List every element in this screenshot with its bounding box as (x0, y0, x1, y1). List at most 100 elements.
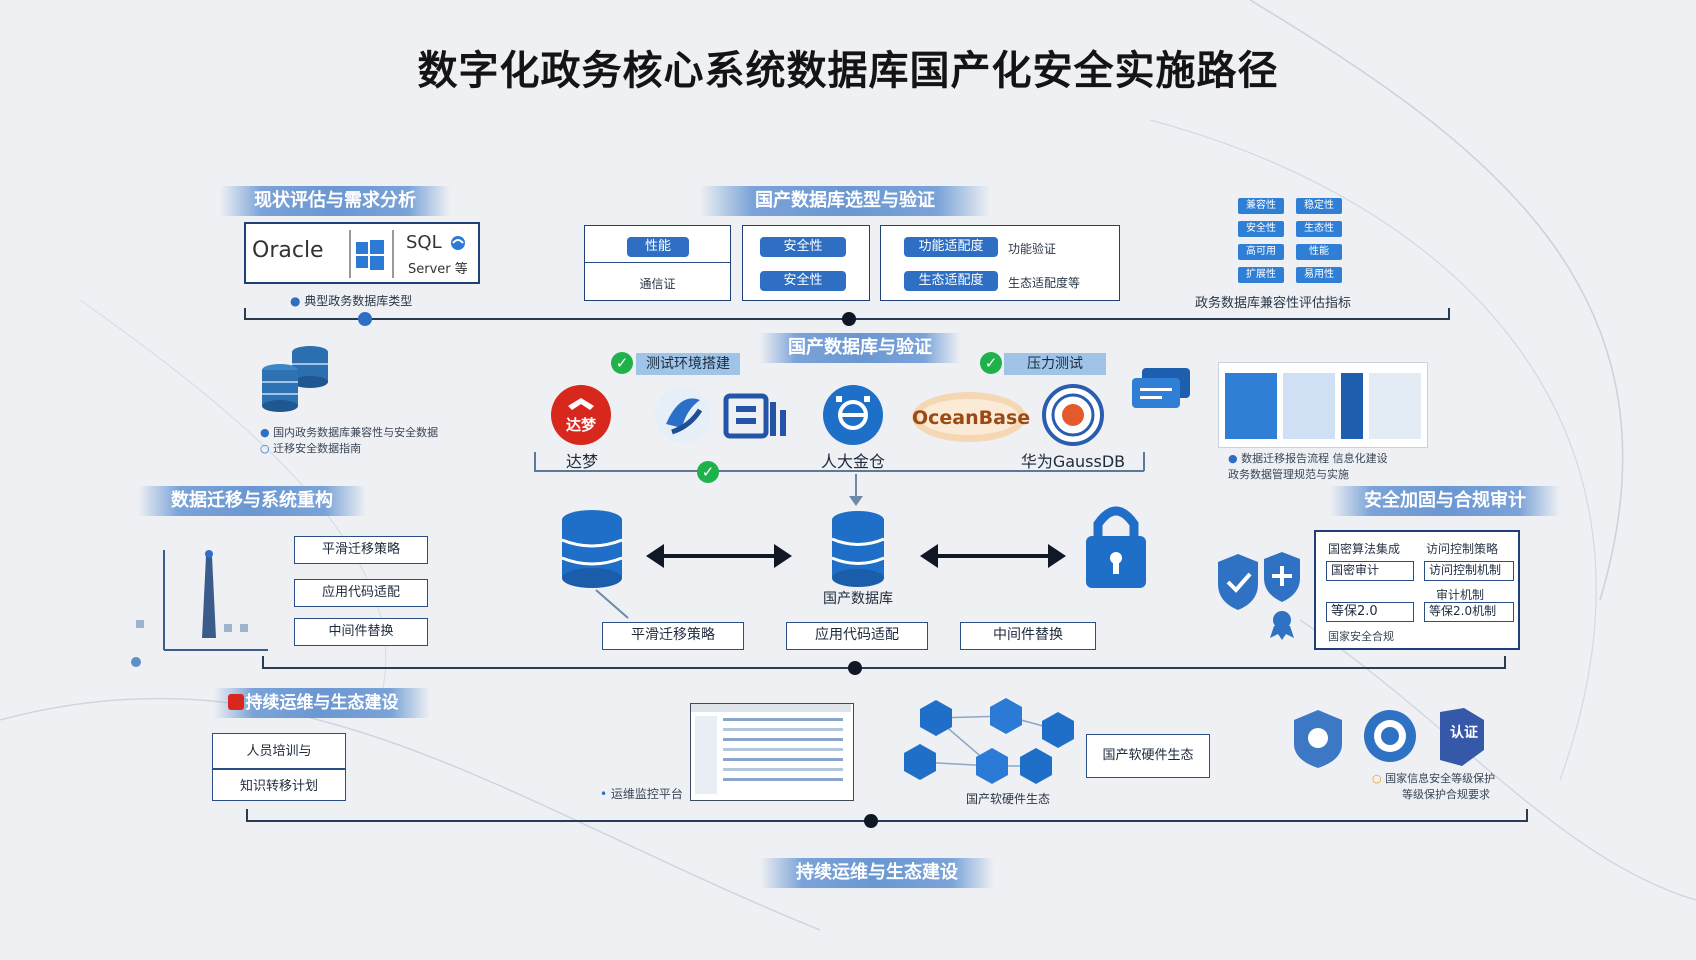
banner-assess: 现状评估与需求分析 (220, 186, 450, 216)
ecosystem-network-icon (904, 698, 1074, 784)
training-box (212, 733, 346, 801)
security-footnote: 国家安全合规 (1328, 630, 1394, 643)
security-pill-1: 安全性 (760, 237, 846, 257)
cert-badge-text: 认证 (1450, 725, 1478, 741)
gaussdb-logo-icon (1042, 384, 1104, 446)
divider (213, 768, 345, 770)
metric-btn: 稳定性 (1296, 198, 1342, 214)
vendor-bracket (534, 470, 1144, 472)
oracle-logo: Oracle (252, 238, 324, 263)
security-cell: 访问控制机制 (1424, 561, 1514, 581)
row-line (723, 748, 843, 751)
cert-note-2: 等级保护合规要求 (1402, 788, 1490, 801)
test-env-tag: 测试环境搭建 (636, 353, 740, 375)
timeline-node (848, 661, 862, 675)
monitor-label: • 运维监控平台 (600, 787, 683, 801)
banner-select-mid: 国产数据库与验证 (760, 333, 960, 363)
migration-box-2: 应用代码适配 (786, 622, 928, 650)
timeline-tick (246, 809, 248, 821)
banner-ops-left: 持续运维与生态建设 (214, 688, 430, 718)
eco-adapt-text: 生态适配度等 (1008, 276, 1081, 290)
metric-btn: 安全性 (1238, 221, 1284, 237)
divider (585, 262, 730, 263)
vendor-bracket-tick (1143, 452, 1145, 471)
check-icon: ✓ (980, 352, 1002, 374)
strategy-box-1: 平滑迁移策略 (294, 536, 428, 564)
migration-box-1: 平滑迁移策略 (602, 622, 744, 650)
check-icon: ✓ (611, 352, 633, 374)
stress-test-tag: 压力测试 (1004, 353, 1106, 375)
migration-chart-icon (131, 550, 268, 667)
dameng-label: 达梦 (565, 452, 598, 471)
gaussdb-label: 华为GaussDB (1020, 452, 1126, 471)
oceanbase-logo-icon (912, 392, 1026, 442)
timeline-node (864, 814, 878, 828)
divider (392, 230, 394, 278)
monitor-screen (690, 703, 854, 801)
bidirectional-arrow-icon (920, 544, 1066, 568)
dashboard-panel (1283, 373, 1335, 439)
security-cell: 审计机制 (1436, 588, 1485, 602)
dameng-logo-text: 达梦 (565, 416, 596, 434)
banner-ops-bottom: 持续运维与生态建设 (760, 858, 994, 888)
knowledge-label: 知识转移计划 (239, 779, 318, 794)
ecosystem-caption: 国产软硬件生态 (966, 792, 1051, 806)
strategy-box-3: 中间件替换 (294, 618, 428, 646)
row-line (723, 728, 843, 731)
windows-icon (356, 240, 384, 270)
timeline-node (358, 312, 372, 326)
row-line (723, 778, 843, 781)
row-line (723, 738, 843, 741)
lock-icon (1086, 506, 1146, 588)
security-cell: 等保2.0机制 (1424, 602, 1514, 622)
eco-adapt-pill: 生态适配度 (904, 271, 998, 291)
security-cell: 国密审计 (1326, 561, 1414, 581)
dameng-logo-icon (551, 385, 611, 445)
security-pill-2: 安全性 (760, 271, 846, 291)
timeline-2 (262, 667, 1506, 669)
db-note-2: ○ 迁移安全数据指南 (260, 442, 362, 455)
timeline-3 (246, 820, 1528, 822)
check-icon: ✓ (697, 461, 719, 483)
security-cell: 访问控制策略 (1426, 542, 1499, 556)
database-stack-icon (262, 346, 328, 412)
certification-badges-icon (1294, 708, 1484, 768)
metric-btn: 兼容性 (1238, 198, 1284, 214)
flag-icon (228, 694, 244, 710)
migration-box-3: 中间件替换 (960, 622, 1096, 650)
dashboard-panel (1369, 373, 1421, 439)
vendor-bracket-tick (534, 452, 536, 471)
banner-security: 安全加固与合规审计 (1330, 486, 1560, 516)
window-titlebar (691, 704, 851, 712)
perf-text: 通信证 (639, 277, 676, 291)
legacy-db-caption: ● 典型政务数据库类型 (290, 294, 413, 308)
kingbase-logo-icon (823, 385, 883, 445)
security-cell: 国密算法集成 (1328, 542, 1401, 556)
metric-btn: 易用性 (1296, 267, 1342, 283)
timeline-tick (1526, 809, 1528, 821)
ecosystem-box: 国产软硬件生态 (1086, 734, 1210, 778)
func-verify-text: 功能验证 (1008, 242, 1057, 256)
timeline-node (842, 312, 856, 326)
dashboard-thumbnail (1218, 362, 1428, 448)
strategy-box-2: 应用代码适配 (294, 579, 428, 607)
metric-btn: 扩展性 (1238, 267, 1284, 283)
banner-select-top: 国产数据库选型与验证 (700, 186, 990, 216)
metric-btn: 生态性 (1296, 221, 1342, 237)
dashboard-panel (1341, 373, 1363, 439)
timeline-tick (1448, 308, 1450, 320)
sql-text: SQL (406, 232, 442, 253)
timeline-tick (244, 308, 246, 320)
chat-bubble-icon (1132, 368, 1190, 408)
center-db-label: 国产数据库 (823, 591, 893, 607)
vendor-swirl-icon (655, 387, 711, 443)
db-note-1: ● 国内政务数据库兼容性与安全数据 (260, 426, 439, 439)
func-adapt-pill: 功能适配度 (904, 237, 998, 257)
security-grid-box (1314, 530, 1520, 650)
metric-btn: 高可用 (1238, 244, 1284, 260)
target-database-icon (831, 511, 885, 587)
perf-pill: 性能 (627, 237, 689, 257)
kingbase-label: 人大金仓 (820, 452, 885, 471)
row-line (723, 758, 843, 761)
source-database-icon (561, 510, 629, 619)
